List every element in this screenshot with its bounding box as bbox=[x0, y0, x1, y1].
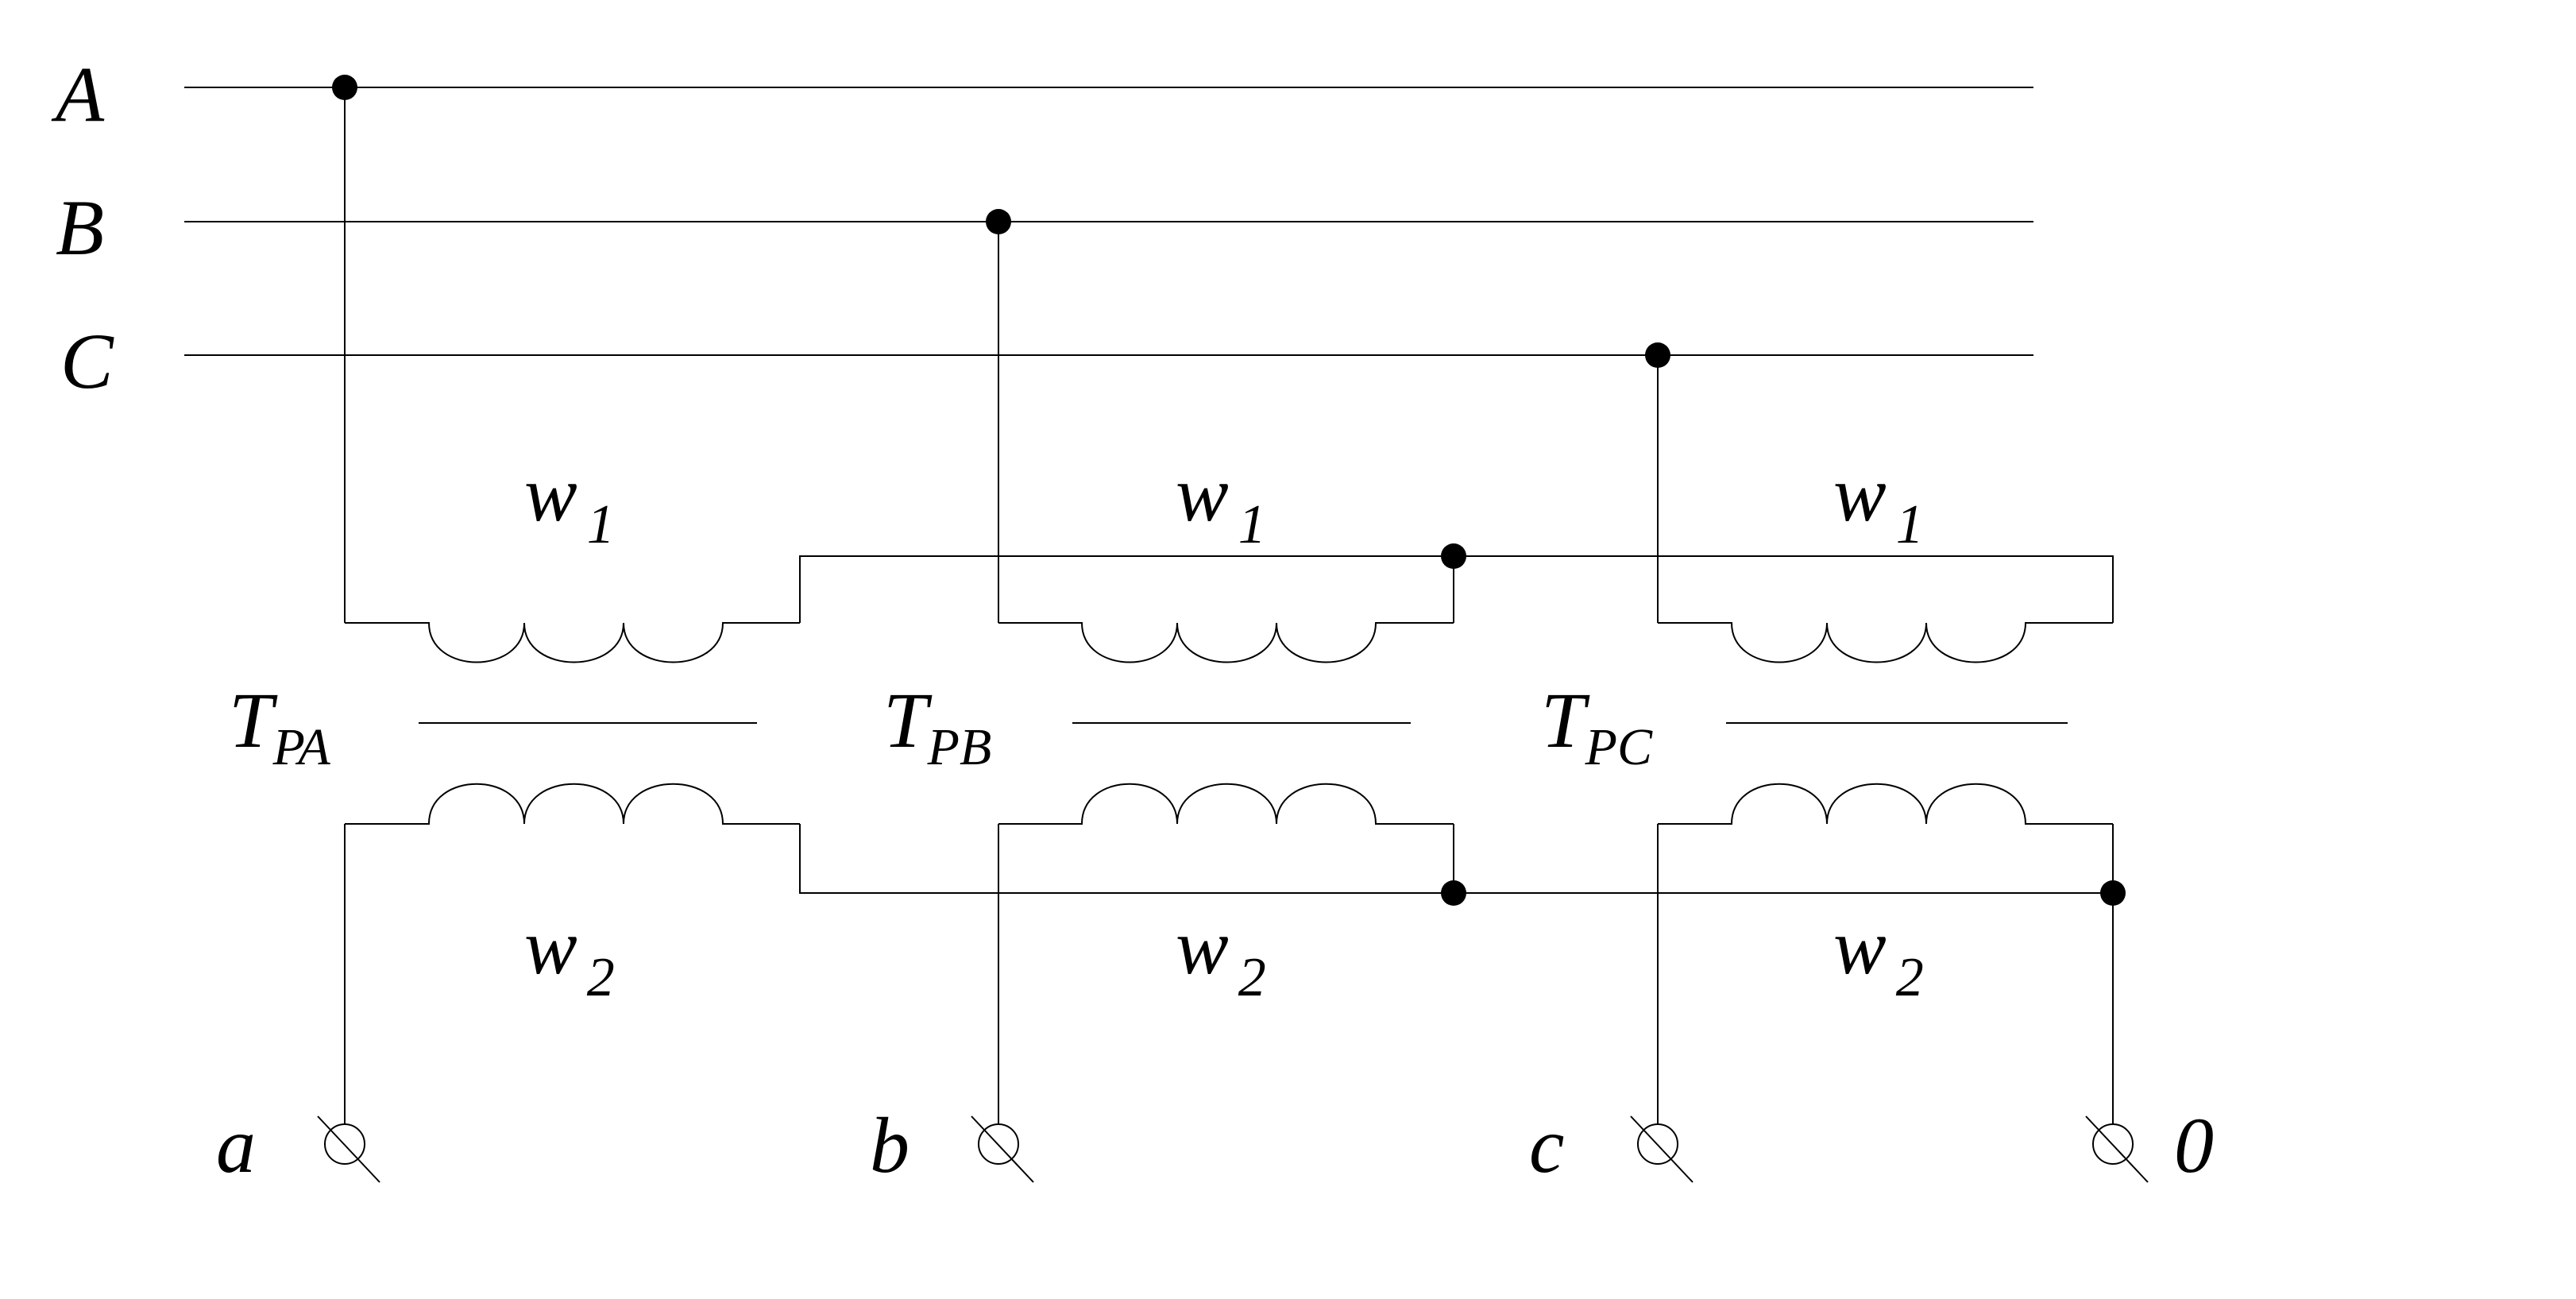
secondary-junction-dot-b bbox=[1441, 880, 1466, 906]
terminal-c bbox=[1630, 1115, 1694, 1183]
output-leads bbox=[344, 824, 2114, 1124]
terminal-label-c: c bbox=[1529, 1101, 1564, 1189]
secondary-winding-c bbox=[1658, 783, 2113, 825]
terminal-label-a: a bbox=[216, 1101, 256, 1189]
junction-dot-b bbox=[986, 209, 1011, 234]
primary-windings bbox=[345, 622, 2113, 663]
primary-interconnections bbox=[799, 543, 2114, 623]
secondary-neutral-wire bbox=[799, 824, 2113, 894]
secondary-winding-b bbox=[998, 783, 1454, 825]
primary-feed-wires bbox=[332, 75, 1670, 623]
terminal-neutral bbox=[2085, 1115, 2149, 1183]
transformer-label-c: TPC bbox=[1541, 676, 1653, 776]
primary-winding-c bbox=[1658, 622, 2113, 663]
terminal-a bbox=[317, 1115, 380, 1183]
secondary-windings bbox=[345, 783, 2113, 825]
bus-label-c: C bbox=[60, 317, 114, 405]
bus-label-a: A bbox=[51, 50, 105, 138]
terminal-label-b: b bbox=[870, 1101, 910, 1189]
terminals: a b c 0 bbox=[216, 1101, 2214, 1189]
secondary-interconnections bbox=[799, 824, 2126, 906]
junction-dot-a bbox=[332, 75, 357, 100]
secondary-winding-a bbox=[345, 783, 800, 825]
bus-lines: A B C bbox=[51, 50, 2033, 405]
primary-junction-dot bbox=[1441, 543, 1466, 569]
terminal-label-neutral: 0 bbox=[2174, 1101, 2214, 1189]
junction-dot-c bbox=[1645, 342, 1670, 368]
transformer-label-a: TPA bbox=[229, 676, 330, 776]
bus-label-b: B bbox=[56, 184, 104, 272]
primary-winding-b bbox=[998, 622, 1454, 663]
transformer-labels: TPA TPB TPC bbox=[229, 676, 1653, 776]
terminal-b bbox=[971, 1115, 1034, 1183]
transformer-label-b: TPB bbox=[883, 676, 991, 776]
primary-winding-a bbox=[345, 622, 800, 663]
